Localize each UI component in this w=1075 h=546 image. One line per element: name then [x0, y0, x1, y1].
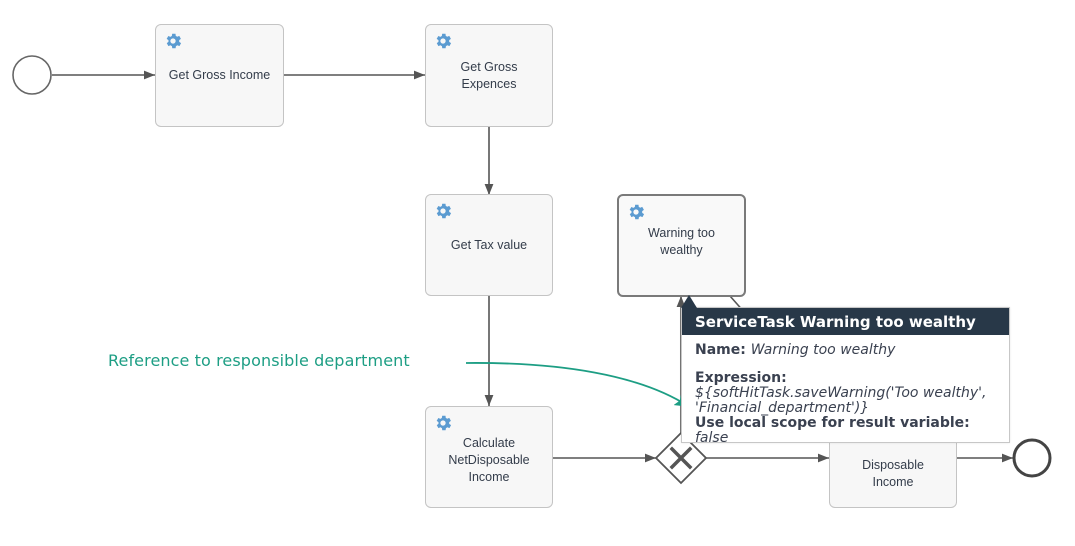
tooltip-expression-line1: ${softHitTask.saveWarning('Too wealthy', — [695, 385, 987, 401]
gear-icon — [436, 203, 452, 219]
task-label: Calculate NetDisposable Income — [448, 435, 530, 484]
start-event[interactable] — [12, 55, 52, 95]
task-get-tax-value[interactable]: Get Tax value — [425, 194, 553, 296]
task-label: Get Gross Expences — [460, 59, 518, 91]
tooltip-expression-line2: 'Financial_department')} — [695, 400, 870, 416]
tooltip-pointer — [681, 295, 697, 308]
end-event[interactable] — [1012, 438, 1052, 478]
gear-icon — [629, 204, 645, 220]
task-label: Get Gross Income — [168, 68, 271, 82]
gear-icon — [436, 33, 452, 49]
tooltip-name-row: Name: Warning too wealthy — [695, 342, 896, 358]
gear-icon — [166, 33, 182, 49]
gear-icon — [436, 415, 452, 431]
tooltip-scope-row: Use local scope for result variable: — [695, 415, 970, 431]
tooltip-expression-key: Expression — [695, 370, 782, 386]
tooltip-name-key: Name — [695, 342, 741, 358]
annotation-text: Reference to responsible department — [108, 351, 410, 370]
task-get-gross-income[interactable]: Get Gross Income — [155, 24, 284, 127]
task-label: Warning too wealthy — [648, 225, 715, 257]
task-details-tooltip: ServiceTask Warning too wealthy Name: Wa… — [681, 295, 1010, 446]
tooltip-expression-row: Expression: — [695, 370, 787, 386]
tooltip-name-value: Warning too wealthy — [750, 342, 896, 358]
task-label: Get Tax value — [450, 237, 528, 252]
exclusive-gateway[interactable] — [654, 431, 708, 485]
task-get-gross-expences[interactable]: Get Gross Expences — [425, 24, 553, 127]
task-warning-too-wealthy[interactable]: Warning too wealthy — [617, 194, 746, 297]
task-label: Disposable Income — [862, 458, 924, 489]
tooltip-body: Name: Warning too wealthy Expression: ${… — [682, 335, 1009, 446]
tooltip-title: ServiceTask Warning too wealthy — [682, 308, 1009, 335]
gateway-x-icon — [669, 446, 693, 470]
annotation-arrow — [465, 362, 690, 407]
tooltip-scope-key: Use local scope for result variable — [695, 415, 965, 431]
task-calculate-net-disposable-income[interactable]: Calculate NetDisposable Income — [425, 406, 553, 508]
tooltip-scope-value: false — [695, 430, 729, 446]
